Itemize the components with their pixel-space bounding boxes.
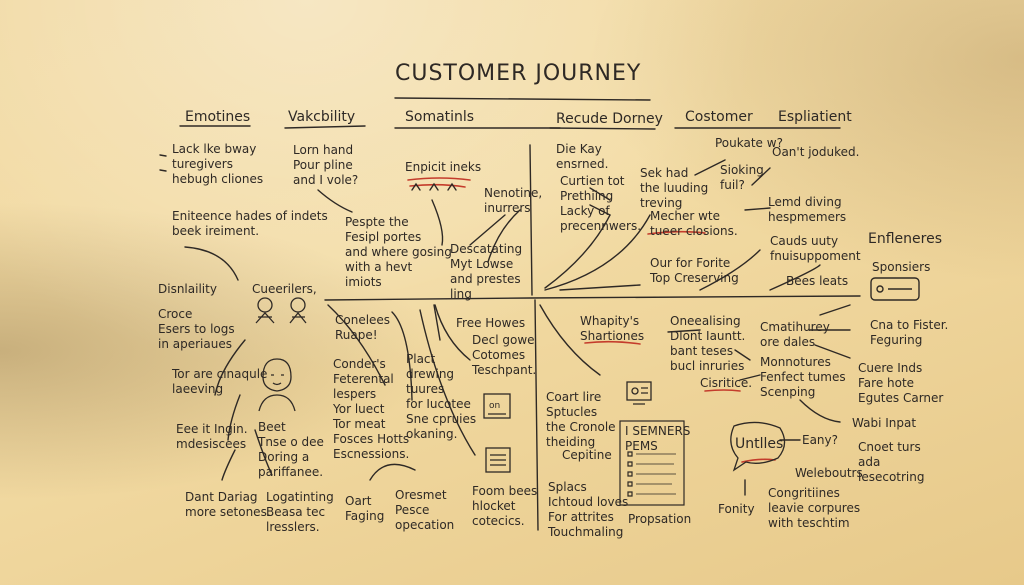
note-cepitine: Cepitine: [562, 448, 612, 462]
note-explicit: Enpicit ineks: [405, 160, 482, 174]
header-explanation: Espliatient: [778, 109, 852, 125]
note-cueerilers: Cueerilers,: [252, 282, 317, 296]
header-sensations: Somatinls: [405, 109, 475, 125]
person-portrait-icon: [258, 358, 296, 412]
note-wabi-inpat: Wabi Inpat: [852, 416, 917, 430]
vertical-divider-top: [529, 144, 533, 296]
note-nenotine: Nenotine,inurrers: [484, 186, 543, 215]
title-underline: [394, 97, 651, 101]
horizontal-divider: [324, 295, 861, 301]
checklist-icon: [619, 420, 685, 506]
vertical-divider-bottom: [534, 299, 539, 531]
header-customer: Costomer: [685, 109, 753, 125]
document-icon-label: on: [489, 401, 500, 411]
note-oant: Oan't joduked.: [772, 145, 860, 159]
note-weleboutrs: Weleboutrs: [795, 466, 863, 480]
note-eany: Eany?: [802, 433, 839, 447]
document-icon: on: [483, 393, 511, 419]
screen-icon: [626, 381, 652, 405]
note-cna-to-fister: Cna to Fister.Feguring: [870, 318, 949, 347]
note-eee-it: Eee it Ingin.mdesiscees: [176, 422, 248, 451]
note-fonity: Fonity: [718, 502, 755, 516]
people-icon: [255, 297, 307, 324]
note-cisritice: Cisritice.: [700, 376, 753, 390]
header-enfleneres: Enfleneres: [868, 231, 942, 247]
speech-bubble-icon: [730, 421, 786, 472]
device-icon: [870, 277, 920, 301]
note-propsation: Propsation: [628, 512, 692, 526]
note-sponsiers: Sponsiers: [872, 260, 931, 274]
page-title: CUSTOMER JOURNEY: [395, 61, 642, 86]
notepad-icon: [485, 447, 511, 473]
note-poukate: Poukate w?: [715, 136, 783, 150]
header-vulnerability: Vakcbility: [288, 109, 356, 125]
header-emotions: Emotines: [185, 109, 251, 125]
note-bees-leats: Bees leats: [786, 274, 849, 288]
note-untlles: Untlles: [735, 436, 784, 452]
note-free-howes: Free Howes: [456, 316, 526, 330]
header-recode-journey: Recude Dorney: [556, 111, 663, 127]
